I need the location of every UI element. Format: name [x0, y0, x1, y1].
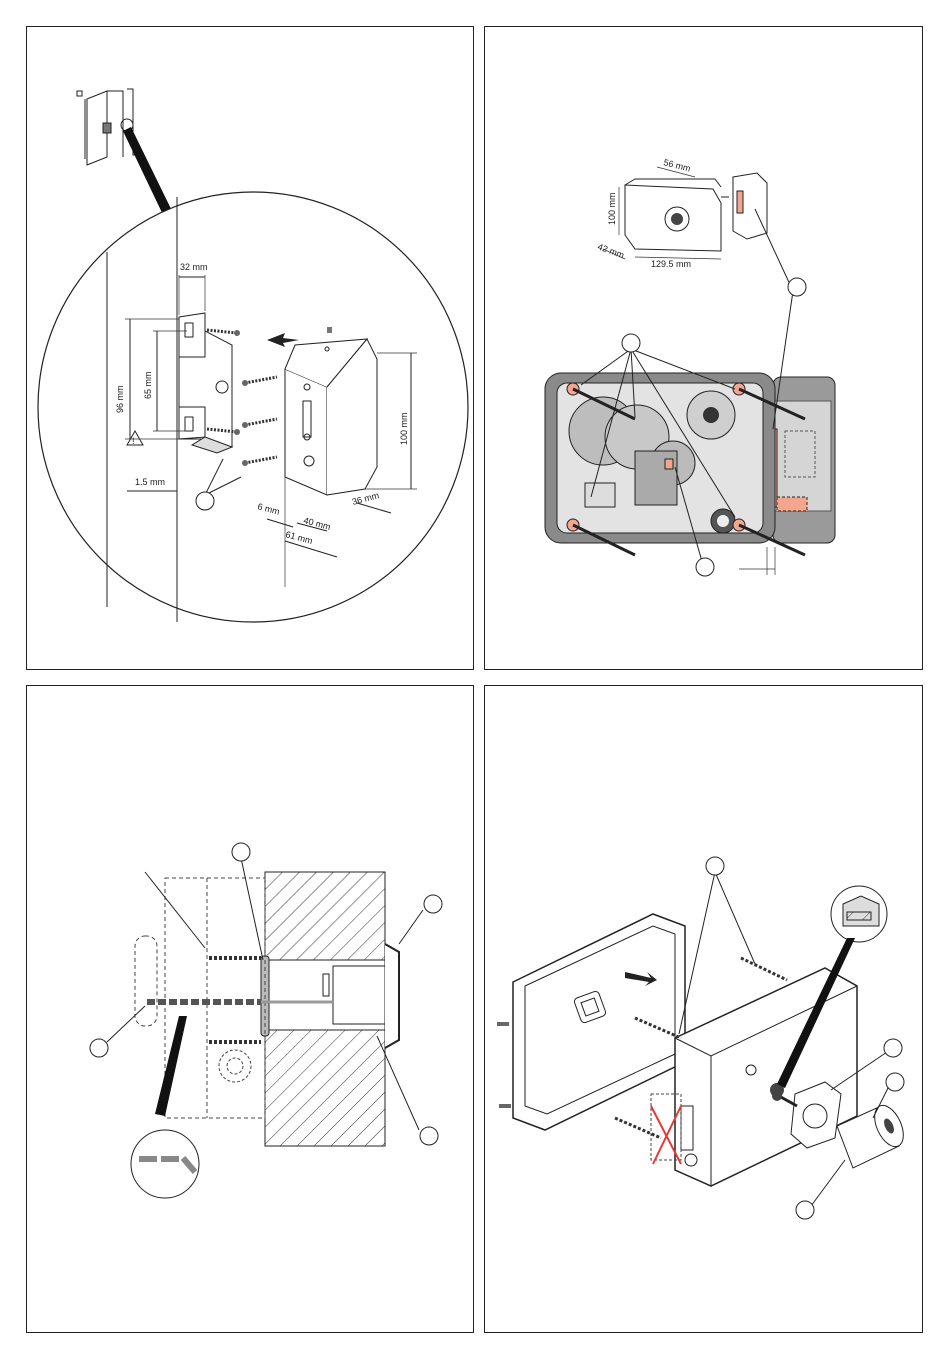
cross-section-drawing [27, 686, 475, 1334]
dim-96mm: 96 mm [115, 385, 125, 413]
callout-marker [796, 1201, 814, 1219]
dim-32mm: 32 mm [180, 262, 208, 272]
strike-installation-drawing: ! 32 mm 96 mm 65 mm 10 [27, 27, 475, 671]
door-thumbnail [77, 89, 139, 165]
exploded-assembly-drawing [485, 686, 924, 1334]
callout-marker [884, 1039, 902, 1057]
callout-marker [196, 492, 214, 510]
panel-exploded-assembly [484, 685, 923, 1333]
lock-body-open [545, 373, 775, 543]
zoom-pointer [155, 1016, 187, 1116]
callout-marker [232, 843, 250, 861]
callout-marker [90, 1039, 108, 1057]
dim-65mm: 65 mm [143, 371, 153, 399]
panel-cross-section [26, 685, 474, 1333]
dim-100mm: 100 mm [607, 192, 617, 225]
dim-100mm: 100 mm [399, 412, 409, 445]
magnified-view-circle [38, 192, 468, 622]
svg-text:!: ! [132, 436, 135, 446]
callout-marker [420, 1127, 438, 1145]
callout-marker [696, 558, 714, 576]
escutcheon [385, 944, 399, 1048]
keeper-plate [769, 377, 835, 543]
panel-lock-mounting: 56 mm 100 mm 42 mm 129.5 mm [484, 26, 923, 670]
dim-56mm: 56 mm [663, 157, 692, 173]
dashed-lock-outline [135, 878, 265, 1118]
zoom-pointer [123, 127, 175, 219]
dim-1-5mm: 1.5 mm [135, 477, 165, 487]
lock-overview [625, 173, 767, 251]
cover-screws [497, 1024, 511, 1106]
dim-129-5mm: 129.5 mm [651, 259, 691, 269]
lock-cover [513, 914, 685, 1130]
lock-body [675, 968, 857, 1186]
lock-mounting-drawing: 56 mm 100 mm 42 mm 129.5 mm [485, 27, 924, 671]
cylinder-channel [265, 960, 385, 1030]
callout-marker [622, 334, 640, 352]
callout-marker [788, 278, 806, 296]
dim-42mm: 42 mm [596, 241, 625, 260]
callout-marker [886, 1073, 904, 1091]
panel-strike-installation: ! 32 mm 96 mm 65 mm 10 [26, 26, 474, 670]
callout-marker [706, 857, 724, 875]
callout-marker [424, 895, 442, 913]
